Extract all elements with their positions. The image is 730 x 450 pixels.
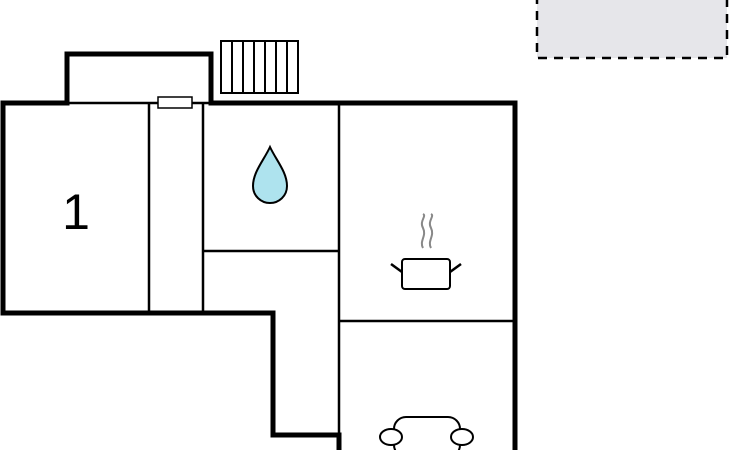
sofa-icon bbox=[379, 416, 474, 450]
exterior-walls bbox=[0, 51, 518, 450]
water-drop-icon bbox=[251, 144, 289, 205]
interior-walls bbox=[68, 101, 513, 450]
cooking-pot-icon bbox=[390, 213, 462, 290]
outdoor-area bbox=[535, 0, 729, 60]
window bbox=[157, 96, 193, 109]
stairs bbox=[220, 40, 299, 94]
room-label-bedroom: 1 bbox=[62, 184, 90, 240]
